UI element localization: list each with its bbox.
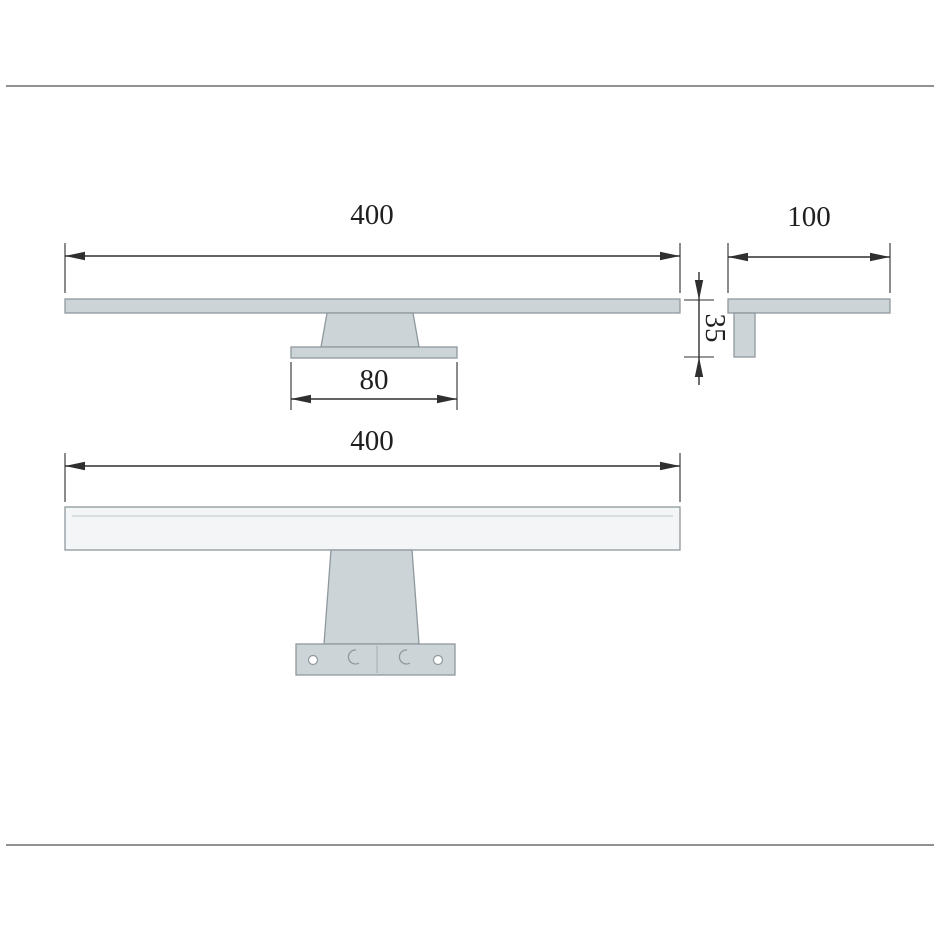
keyhole-cutout-left: [347, 649, 360, 665]
front-view: [64, 506, 681, 676]
mount-plate-front: [295, 643, 456, 676]
dimension-label: 35: [699, 314, 731, 343]
profile-view: [64, 298, 681, 359]
lamp-bar-profile: [64, 298, 681, 314]
mount-stem-profile: [320, 312, 420, 348]
dimension-label: 80: [360, 364, 389, 396]
mount-stem-front: [323, 549, 420, 645]
dim-top-width: 400: [64, 199, 681, 293]
lamp-bar-depth: [727, 298, 891, 314]
screw-hole-right: [432, 654, 444, 666]
mount-leg-depth: [733, 312, 756, 358]
dim-bracket-width: 80: [290, 362, 458, 410]
dimension-label: 400: [350, 199, 394, 231]
screw-hole-left: [307, 654, 319, 666]
depth-view: [727, 298, 891, 358]
keyhole-cutout-right: [398, 649, 411, 665]
dim-profile-height: 35: [684, 272, 731, 385]
dim-depth: 100: [727, 201, 891, 293]
mount-base-profile: [290, 346, 458, 359]
dimension-label: 100: [787, 201, 831, 233]
dimension-label: 400: [350, 425, 394, 457]
dim-front-width: 400: [64, 425, 681, 502]
lamp-bar-front: [64, 506, 681, 551]
